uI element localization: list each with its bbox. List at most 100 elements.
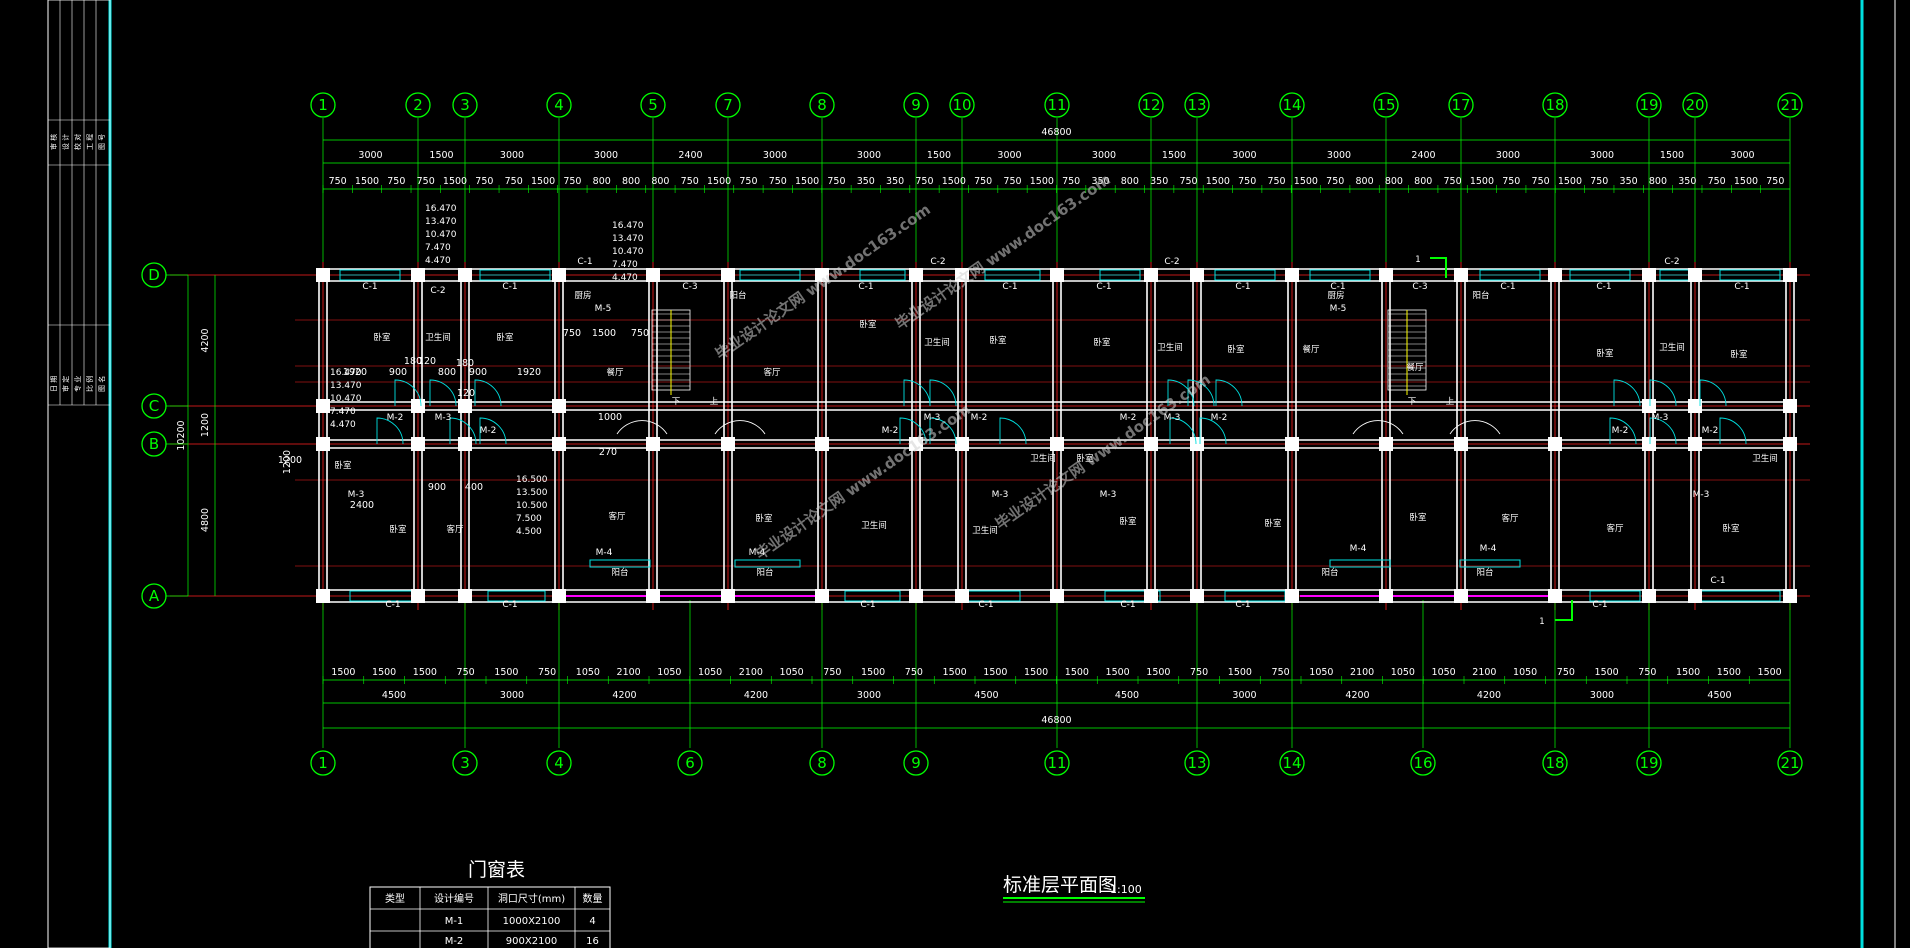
axis-bubble-label: 10 <box>952 96 971 114</box>
room-label: 卫生间 <box>1030 453 1056 464</box>
table-header: 设计编号 <box>434 892 474 905</box>
column <box>552 399 566 413</box>
axis-bubble-label: 4 <box>554 96 564 114</box>
axis-bubble-bottom: 21 <box>1777 750 1803 776</box>
elevation-mark: 4.500 <box>516 527 542 537</box>
room-label: 餐厅 <box>1406 363 1424 373</box>
dim-top-row2: 1500 <box>707 176 731 187</box>
axis-bubble-circle <box>677 750 703 776</box>
door-label: M-5 <box>595 304 612 314</box>
dim-left: 1200 <box>282 450 293 474</box>
column <box>1548 437 1562 451</box>
dim-top-row2: 750 <box>563 176 581 187</box>
column <box>1688 589 1702 603</box>
dim-bottom-row1: 1500 <box>413 667 437 678</box>
axis-bubble-circle <box>310 92 336 118</box>
door-label: M-4 <box>1350 544 1367 554</box>
dim-top-row2: 1500 <box>1294 176 1318 187</box>
door-swing <box>376 417 404 445</box>
section-mark: 1 <box>1539 617 1544 627</box>
table-title: 门窗表 <box>468 859 525 881</box>
room-label: 阳台 <box>1472 290 1489 301</box>
door-swing <box>1699 379 1727 407</box>
column <box>458 268 472 282</box>
dim-misc: 1920 <box>343 367 367 378</box>
axis-bubble-label: 15 <box>1376 96 1395 114</box>
room-label: 阳台 <box>611 567 628 578</box>
room-label: 卧室 <box>1722 523 1740 534</box>
door-swing <box>999 417 1027 445</box>
elevation-mark: 13.500 <box>516 488 548 498</box>
column <box>721 268 735 282</box>
window-label: C-1 <box>502 600 517 610</box>
drawing-title-text: 标准层平面图 <box>1003 874 1117 896</box>
title-block-text: 比 例 <box>85 376 94 392</box>
dim-left: 4800 <box>200 508 211 532</box>
axis-bubble-circle <box>405 92 431 118</box>
elevation-mark: 7.470 <box>425 243 451 253</box>
axis-bubble-bottom: 1 <box>310 750 336 776</box>
column <box>1642 268 1656 282</box>
dim-top-row2: 750 <box>1267 176 1285 187</box>
axis-bubble-top: 1 <box>310 92 336 118</box>
axis-bubble-circle <box>809 92 835 118</box>
dim-bottom-row1: 1050 <box>1391 667 1415 678</box>
dim-top-row1: 3000 <box>1092 150 1116 161</box>
door-swing <box>903 379 931 407</box>
table-header: 类型 <box>385 892 405 905</box>
axis-bubble-circle <box>546 92 572 118</box>
window <box>1104 590 1161 602</box>
dim-top-row2: 350 <box>1678 176 1696 187</box>
column <box>955 268 969 282</box>
axis-bubble-label: 6 <box>685 754 695 772</box>
axis-bubble-label: 11 <box>1047 754 1066 772</box>
axis-bubble-label: 13 <box>1187 96 1206 114</box>
door-label: M-2 <box>1702 426 1719 436</box>
axis-bubble-label: 1 <box>318 754 328 772</box>
column <box>1285 437 1299 451</box>
column <box>411 268 425 282</box>
axis-bubble-circle <box>1410 750 1436 776</box>
elevation-mark: 16.470 <box>330 368 362 378</box>
dim-misc: 800 <box>438 367 456 378</box>
dim-top-row2: 800 <box>622 176 640 187</box>
column <box>721 589 735 603</box>
axis-bubble-label: 19 <box>1639 96 1658 114</box>
window-label: C-1 <box>385 600 400 610</box>
entry-door-swing <box>1449 420 1501 435</box>
dim-top-row2: 750 <box>1502 176 1520 187</box>
window-label: C-1 <box>1734 282 1749 292</box>
axis-bubble-label: 7 <box>723 96 733 114</box>
axis-bubble-circle <box>1184 92 1210 118</box>
column <box>721 437 735 451</box>
dim-top-row1: 1500 <box>927 150 951 161</box>
dim-top-row2: 350 <box>1150 176 1168 187</box>
window-label: C-1 <box>362 282 377 292</box>
dim-top-row2: 750 <box>1532 176 1550 187</box>
axis-bubble-circle <box>903 92 929 118</box>
axis-bubble-circle <box>903 750 929 776</box>
room-label: 卫生间 <box>861 520 887 531</box>
column <box>411 399 425 413</box>
title-block-text: 专 业 <box>73 376 82 392</box>
dim-top-row1: 3000 <box>1232 150 1256 161</box>
dim-misc: 400 <box>465 482 483 493</box>
axis-bubble-top: 20 <box>1682 92 1708 118</box>
window-label: C-1 <box>1596 282 1611 292</box>
axis-bubble-top: 13 <box>1184 92 1210 118</box>
door-label: M-4 <box>1480 544 1497 554</box>
room-label: 卫生间 <box>924 337 950 348</box>
axis-bubble-circle <box>452 750 478 776</box>
room-label: 卧室 <box>373 332 391 343</box>
window-label: C-1 <box>860 600 875 610</box>
dim-top-row1: 3000 <box>1590 150 1614 161</box>
door-swing <box>1719 417 1747 445</box>
room-label: 卧室 <box>1264 518 1282 529</box>
dim-misc: 180 <box>456 358 474 369</box>
dim-misc: 750 <box>563 328 581 339</box>
section-mark: 1 <box>1415 255 1420 265</box>
column <box>1190 268 1204 282</box>
door-label: M-5 <box>1330 304 1347 314</box>
